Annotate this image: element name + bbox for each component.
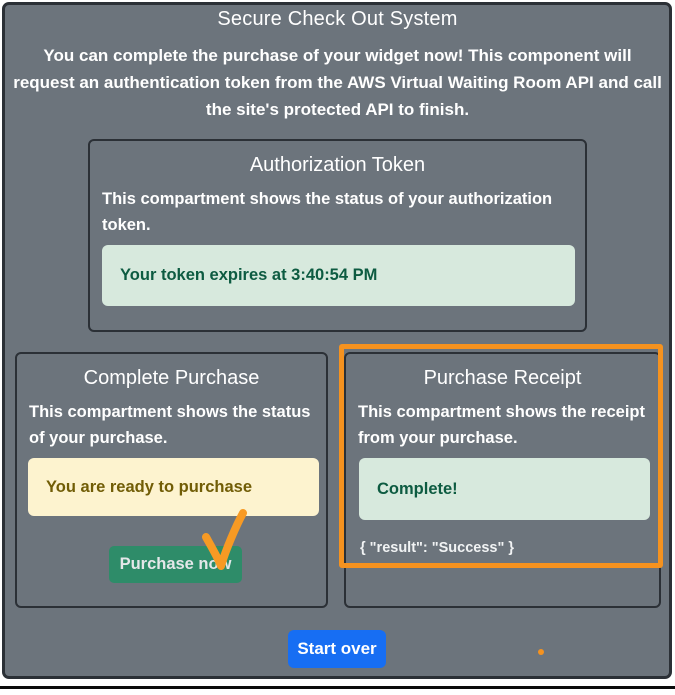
dot-annotation xyxy=(538,649,544,655)
complete-purchase-description: This compartment shows the status of you… xyxy=(29,403,311,447)
purchase-receipt-description: This compartment shows the receipt from … xyxy=(358,403,645,447)
purchase-receipt-card: Purchase Receipt This compartment shows … xyxy=(344,352,661,608)
token-status-alert-text: Your token expires at 3:40:54 PM xyxy=(120,266,378,284)
purchase-status-alert-text: You are ready to purchase xyxy=(46,477,253,496)
purchase-now-button[interactable]: Purchase now xyxy=(109,546,242,583)
complete-purchase-title: Complete Purchase xyxy=(83,367,260,389)
authorization-token-description: This compartment shows the status of you… xyxy=(102,190,553,234)
token-status-alert: Your token expires at 3:40:54 PM xyxy=(102,245,575,306)
complete-purchase-card: Complete Purchase This compartment shows… xyxy=(15,352,328,608)
authorization-token-card: Authorization Token This compartment sho… xyxy=(88,139,587,332)
window-bottom-line xyxy=(0,686,675,689)
page-title: Secure Check Out System xyxy=(217,8,458,30)
start-over-button[interactable]: Start over xyxy=(288,630,386,668)
receipt-status-alert: Complete! xyxy=(359,458,650,520)
receipt-result-json: { "result": "Success" } xyxy=(360,540,515,556)
purchase-receipt-title: Purchase Receipt xyxy=(423,367,582,389)
page-description: You can complete the purchase of your wi… xyxy=(13,46,662,119)
authorization-token-title: Authorization Token xyxy=(249,154,426,176)
receipt-status-alert-text: Complete! xyxy=(377,479,458,498)
purchase-status-alert: You are ready to purchase xyxy=(28,458,319,516)
